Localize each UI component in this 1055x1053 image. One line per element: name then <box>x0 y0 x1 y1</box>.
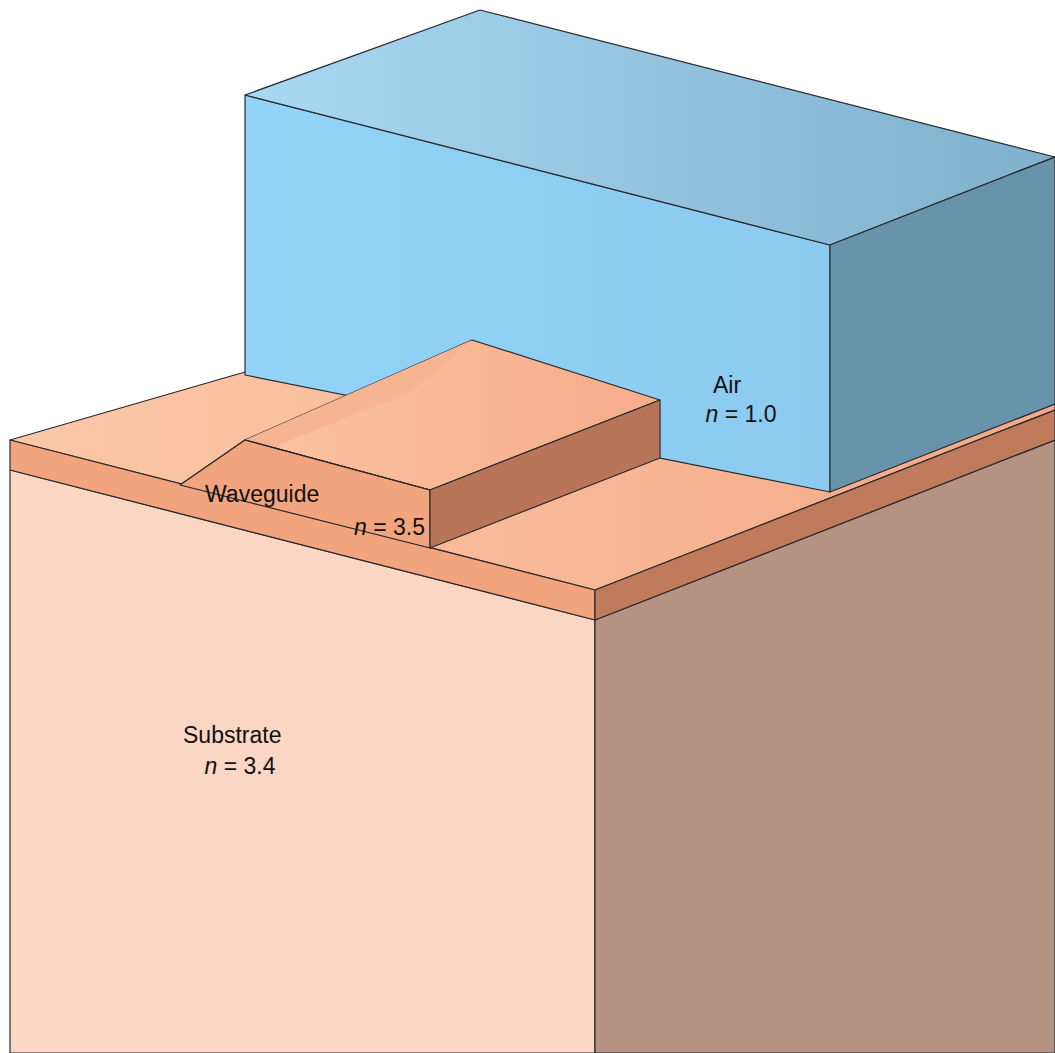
rib-front <box>180 440 430 548</box>
rib-side <box>430 400 660 548</box>
refractive-index: n = 3.5 <box>354 514 425 540</box>
region-name: Substrate <box>183 722 281 748</box>
air-side <box>830 157 1055 492</box>
region-name: Waveguide <box>205 481 319 507</box>
refractive-index: n = 3.4 <box>205 753 276 779</box>
region-name: Air <box>713 372 741 398</box>
refractive-index: n = 1.0 <box>706 401 777 427</box>
